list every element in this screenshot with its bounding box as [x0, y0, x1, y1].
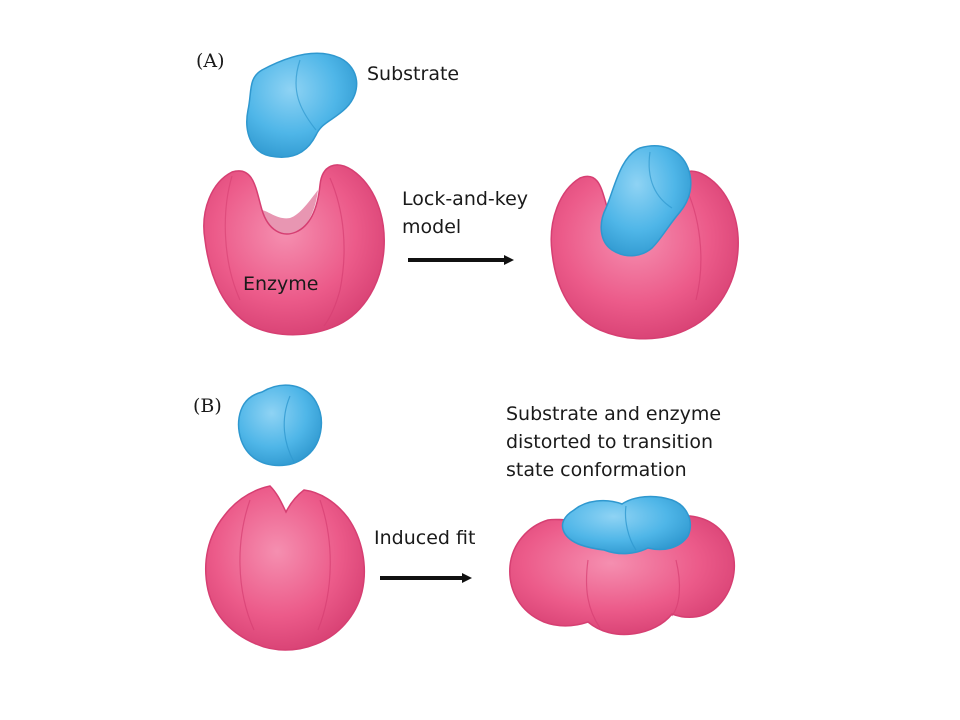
- substrate-free-a: [246, 52, 358, 158]
- induced-fit-label: Induced fit: [374, 527, 475, 549]
- substrate-label: Substrate: [367, 63, 459, 85]
- substrate-free-b: [237, 384, 323, 467]
- enzyme-label: Enzyme: [243, 273, 318, 295]
- panel-b-tag: (B): [193, 395, 222, 417]
- lock-and-key-label-line2: model: [402, 216, 461, 238]
- enzyme-substrate-complex-a: [550, 145, 739, 340]
- lock-and-key-label-line1: Lock-and-key: [402, 188, 528, 210]
- enzyme-induced-fit-before: [205, 485, 366, 651]
- enzyme-lock: [203, 164, 385, 336]
- transition-state-label-line3: state conformation: [506, 459, 687, 481]
- transition-state-label-line1: Substrate and enzyme: [506, 403, 721, 425]
- enzyme-substrate-complex-b: [509, 495, 736, 636]
- panel-b: (B) Induced fit Substrate and enzyme dis…: [193, 384, 736, 651]
- transition-state-label-line2: distorted to transition: [506, 431, 713, 453]
- panel-a: (A) Substrate Enzyme Lock-and-key model: [196, 50, 739, 340]
- panel-a-tag: (A): [196, 50, 225, 72]
